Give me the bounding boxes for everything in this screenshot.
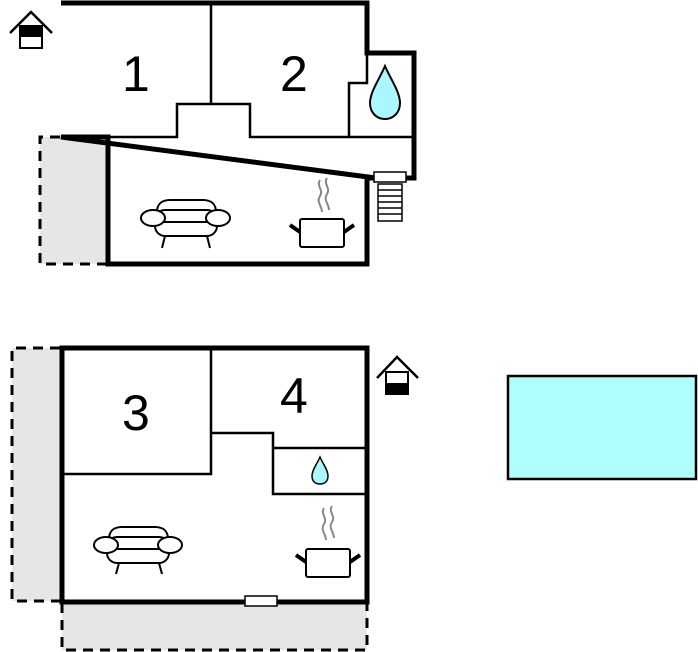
- terrace-bottom-border: [60, 603, 369, 652]
- terrace-top: [40, 137, 108, 264]
- water-drop-icon: [368, 63, 402, 121]
- room-1-label: 1: [122, 46, 150, 102]
- building-bottom: 3 4: [10, 345, 419, 652]
- room-3-label: 3: [122, 385, 150, 441]
- door-bottom: [244, 595, 278, 607]
- interior-walls-bottom: [62, 348, 365, 496]
- cooking-pot-icon: [294, 505, 362, 578]
- terrace-bottom: [62, 603, 367, 650]
- building-top: 1 2: [9, 0, 417, 267]
- terrace-left: [12, 348, 62, 601]
- cooking-pot-icon: [288, 177, 356, 248]
- house-entrance-icon: [9, 10, 53, 49]
- house-entrance-icon: [376, 355, 419, 395]
- room-4-label: 4: [280, 368, 308, 424]
- swimming-pool: [506, 374, 698, 481]
- water-drop-icon: [311, 455, 329, 485]
- terrace-left-border: [10, 346, 62, 603]
- room-2-label: 2: [280, 46, 308, 102]
- terrace-top-border: [38, 135, 108, 266]
- outer-wall-top: [60, 0, 417, 267]
- sofa-icon: [140, 199, 231, 249]
- sofa-icon: [93, 526, 183, 575]
- stairs-icon: [373, 171, 407, 222]
- interior-walls-top: [108, 3, 412, 139]
